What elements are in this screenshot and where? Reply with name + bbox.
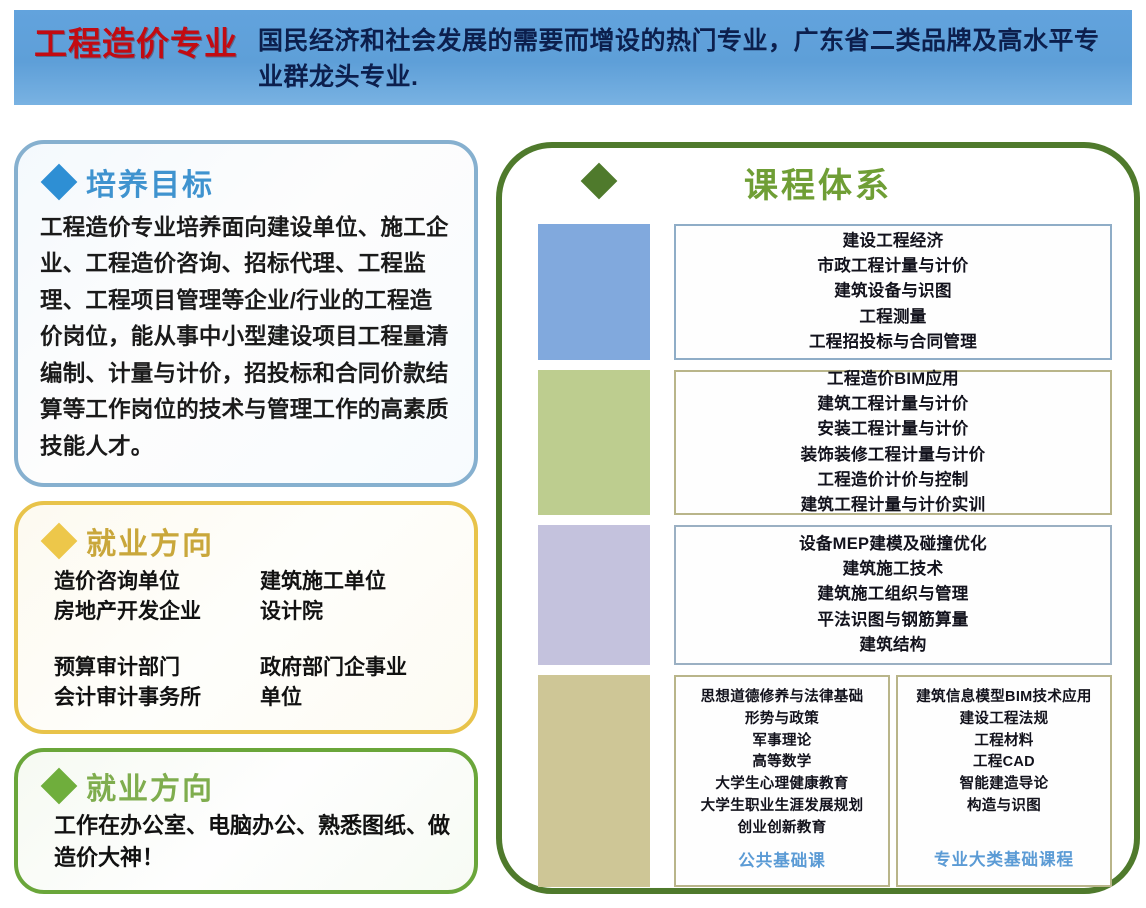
diamond-icon xyxy=(40,767,78,805)
course-line: 工程CAD xyxy=(973,754,1035,771)
course-line: 军事理论 xyxy=(752,732,812,749)
course-line: 工程招投标与合同管理 xyxy=(809,332,977,351)
course-line: 工程测量 xyxy=(859,307,927,326)
course-line: 大学生心理健康教育 xyxy=(715,776,849,792)
employment-cell: 造价咨询单位房地产开发企业 xyxy=(54,570,201,623)
header-banner: 工程造价专业 国民经济和社会发展的需要而增设的热门专业，广东省二类品牌及高水平专… xyxy=(14,10,1132,105)
course-dual-boxes: 思想道德修养与法律基础 形势与政策 军事理论 高等数学 大学生心理健康教育 大学… xyxy=(674,675,1112,887)
employment-cell: 预算审计部门会计审计事务所 xyxy=(54,655,201,709)
course-category-label: 公共基础课 xyxy=(738,852,826,871)
course-row: 工程造价BIM应用 建筑工程计量与计价 安装工程计量与计价 装饰装修工程计量与计… xyxy=(538,370,1112,515)
course-system-panel: 课程体系 建设工程经济 市政工程计量与计价 建筑设备与识图 工程测量 工程招投标… xyxy=(496,142,1140,894)
course-line: 高等数学 xyxy=(752,754,812,771)
course-box-2: 工程造价BIM应用 建筑工程计量与计价 安装工程计量与计价 装饰装修工程计量与计… xyxy=(674,370,1112,515)
course-line: 建筑设备与识图 xyxy=(834,282,952,301)
left-column: 培养目标 工程造价专业培养面向建设单位、施工企业、工程造价咨询、招标代理、工程监… xyxy=(14,140,478,895)
training-goal-title: 培养目标 xyxy=(86,169,214,202)
employment-cell: 建筑施工单位设计院 xyxy=(260,570,386,623)
course-row: 建设工程经济 市政工程计量与计价 建筑设备与识图 工程测量 工程招投标与合同管理 xyxy=(538,224,1112,360)
work-environment-title: 就业方向 xyxy=(86,773,214,807)
employment-direction-header: 就业方向 xyxy=(40,519,452,563)
course-swatch-green xyxy=(538,370,650,515)
course-line: 工程材料 xyxy=(974,732,1034,749)
course-box-public-basic: 思想道德修养与法律基础 形势与政策 军事理论 高等数学 大学生心理健康教育 大学… xyxy=(674,675,890,887)
employment-direction-panel: 就业方向 造价咨询单位房地产开发企业 建筑施工单位设计院 预算审计部门会计审计事… xyxy=(14,501,478,735)
course-line: 建设工程法规 xyxy=(959,710,1049,727)
course-system-header: 课程体系 xyxy=(502,148,1134,214)
course-line: 建设工程经济 xyxy=(842,232,944,251)
course-line: 建筑结构 xyxy=(859,635,927,654)
course-line: 建筑工程计量与计价 xyxy=(817,395,969,414)
course-line: 构造与识图 xyxy=(967,797,1041,814)
employment-direction-title: 就业方向 xyxy=(86,528,214,562)
course-row: 思想道德修养与法律基础 形势与政策 军事理论 高等数学 大学生心理健康教育 大学… xyxy=(538,675,1112,887)
course-line: 建筑施工技术 xyxy=(842,560,944,579)
course-line: 建筑施工组织与管理 xyxy=(817,585,969,604)
banner-title: 工程造价专业 xyxy=(34,25,238,62)
training-goal-text: 工程造价专业培养面向建设单位、施工企业、工程造价咨询、招标代理、工程监理、工程项… xyxy=(40,215,449,459)
course-line: 思想道德修养与法律基础 xyxy=(700,689,864,705)
course-system-title: 课程体系 xyxy=(744,167,892,205)
course-line: 建筑工程计量与计价实训 xyxy=(800,495,986,514)
course-line: 设备MEP建模及碰撞优化 xyxy=(799,535,987,554)
course-line: 创业创新教育 xyxy=(737,819,827,836)
course-row: 设备MEP建模及碰撞优化 建筑施工技术 建筑施工组织与管理 平法识图与钢筋算量 … xyxy=(538,525,1112,665)
course-line: 形势与政策 xyxy=(745,710,819,727)
course-swatch-purple xyxy=(538,525,650,665)
banner-subtitle: 国民经济和社会发展的需要而增设的热门专业，广东省二类品牌及高水平专业群龙头专业. xyxy=(258,27,1100,91)
diamond-icon xyxy=(40,163,78,201)
course-line: 装饰装修工程计量与计价 xyxy=(800,445,986,464)
employment-grid: 造价咨询单位房地产开发企业 建筑施工单位设计院 预算审计部门会计审计事务所 政府… xyxy=(40,567,452,712)
course-swatch-blue xyxy=(538,224,650,360)
course-box-1: 建设工程经济 市政工程计量与计价 建筑设备与识图 工程测量 工程招投标与合同管理 xyxy=(674,224,1112,360)
course-box-major-basic: 建筑信息模型BIM技术应用 建设工程法规 工程材料 工程CAD 智能建造导论 构… xyxy=(896,675,1112,887)
course-line: 市政工程计量与计价 xyxy=(817,257,969,276)
course-line: 平法识图与钢筋算量 xyxy=(817,610,969,629)
course-rows: 建设工程经济 市政工程计量与计价 建筑设备与识图 工程测量 工程招投标与合同管理… xyxy=(538,224,1112,887)
employment-cell: 政府部门企事业单位 xyxy=(260,655,407,709)
course-line: 工程造价计价与控制 xyxy=(817,470,969,489)
course-box-3: 设备MEP建模及碰撞优化 建筑施工技术 建筑施工组织与管理 平法识图与钢筋算量 … xyxy=(674,525,1112,665)
work-environment-text: 工作在办公室、电脑办公、熟悉图纸、做造价大神！ xyxy=(54,813,451,871)
training-goal-header: 培养目标 xyxy=(40,160,452,204)
course-swatch-tan xyxy=(538,675,650,887)
course-line: 安装工程计量与计价 xyxy=(817,420,969,439)
course-line: 大学生职业生涯发展规划 xyxy=(700,797,864,814)
course-line: 智能建造导论 xyxy=(959,776,1049,792)
course-line: 建筑信息模型BIM技术应用 xyxy=(916,689,1092,705)
work-environment-panel: 就业方向 工作在办公室、电脑办公、熟悉图纸、做造价大神！ xyxy=(14,748,478,895)
training-goal-panel: 培养目标 工程造价专业培养面向建设单位、施工企业、工程造价咨询、招标代理、工程监… xyxy=(14,140,478,488)
diamond-icon xyxy=(40,522,78,560)
course-category-label: 专业大类基础课程 xyxy=(934,851,1074,870)
work-environment-header: 就业方向 xyxy=(40,764,452,808)
course-line: 工程造价BIM应用 xyxy=(827,370,959,389)
